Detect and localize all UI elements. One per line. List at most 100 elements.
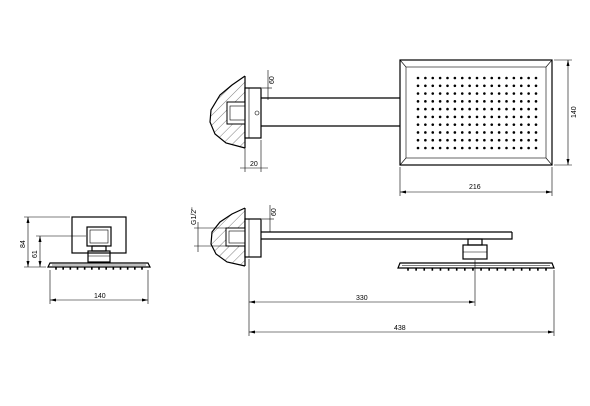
spray-nozzle xyxy=(453,92,457,95)
spray-nozzle xyxy=(505,76,508,80)
spray-nozzle xyxy=(468,76,471,80)
dim-head-depth: 140 xyxy=(554,59,578,166)
spray-nozzle xyxy=(453,115,457,119)
spray-nozzle xyxy=(527,76,530,80)
spray-nozzle xyxy=(490,84,494,88)
spray-nozzle xyxy=(438,107,442,111)
arm-connector-side xyxy=(462,238,488,260)
spray-nozzle xyxy=(468,146,471,150)
spray-nozzle xyxy=(534,84,538,88)
spray-nozzle xyxy=(468,84,471,88)
spray-nozzle xyxy=(460,115,464,119)
spray-nozzle xyxy=(431,107,435,111)
spray-nozzle xyxy=(446,84,449,88)
spray-nozzle xyxy=(528,268,531,271)
spray-nozzle xyxy=(512,123,516,126)
spray-nozzle xyxy=(446,92,449,95)
spray-nozzle xyxy=(105,267,107,270)
spray-nozzle xyxy=(475,123,479,126)
spray-nozzle xyxy=(475,100,479,103)
spray-nozzle xyxy=(119,267,122,270)
spray-nozzle xyxy=(527,100,530,103)
spray-nozzle xyxy=(519,115,523,119)
spray-nozzle xyxy=(424,115,427,119)
spray-nozzle xyxy=(76,267,79,270)
dim-flange-height-side: 60 xyxy=(262,205,278,232)
spray-nozzle xyxy=(483,100,486,103)
spray-nozzle xyxy=(453,84,457,88)
spray-nozzle xyxy=(527,123,530,126)
spray-nozzle xyxy=(438,123,442,126)
dim-label-total-height-front: 84 xyxy=(20,240,27,248)
spray-nozzle xyxy=(480,268,482,271)
spray-nozzle xyxy=(460,76,464,80)
spray-nozzle xyxy=(490,115,494,119)
spray-nozzle xyxy=(431,268,434,271)
spray-nozzle xyxy=(416,138,420,142)
spray-nozzle xyxy=(490,146,494,150)
wall-section-side xyxy=(210,207,246,267)
dim-label-head-depth: 140 xyxy=(571,106,578,118)
spray-nozzle xyxy=(112,267,115,270)
spray-nozzle-grid xyxy=(416,76,538,150)
spray-nozzle xyxy=(512,107,516,111)
spray-nozzle xyxy=(98,267,100,270)
spray-nozzle xyxy=(438,115,442,119)
spray-nozzle xyxy=(447,268,450,271)
spray-nozzle xyxy=(527,84,530,88)
spray-nozzle xyxy=(497,84,501,88)
spray-nozzle xyxy=(407,268,409,271)
spray-nozzle xyxy=(504,268,507,271)
spray-nozzle xyxy=(69,267,72,270)
spray-nozzle xyxy=(468,100,471,103)
spray-nozzle xyxy=(453,138,457,142)
spray-nozzle xyxy=(497,115,501,119)
spray-nozzle xyxy=(438,84,442,88)
spray-nozzle xyxy=(512,76,516,80)
spray-nozzle xyxy=(446,138,449,142)
spray-nozzle xyxy=(496,268,499,271)
spray-nozzle xyxy=(460,146,464,150)
spray-nozzle xyxy=(439,268,442,271)
spray-nozzle xyxy=(431,131,435,134)
wall-section-top xyxy=(209,75,246,149)
spray-nozzle xyxy=(534,76,538,80)
spray-nozzle xyxy=(519,107,523,111)
top-view: 60 20 216 140 xyxy=(209,59,578,196)
dim-label-flange-height-side: 60 xyxy=(271,208,278,216)
dim-head-width-front: 140 xyxy=(49,270,149,304)
spray-nozzle xyxy=(534,107,538,111)
spray-nozzle xyxy=(416,146,420,150)
dim-flange-thickness: 20 xyxy=(240,140,268,172)
spray-nozzle xyxy=(527,146,530,150)
spray-nozzle xyxy=(416,84,420,88)
spray-nozzle xyxy=(446,100,449,103)
spray-nozzle xyxy=(512,138,516,142)
spray-nozzle xyxy=(460,84,464,88)
dim-flange-height-top: 60 xyxy=(262,70,276,100)
spray-nozzle xyxy=(446,131,449,134)
spray-nozzle xyxy=(423,268,426,271)
spray-nozzle xyxy=(497,107,501,111)
spray-nozzle xyxy=(468,131,471,134)
spray-nozzle xyxy=(424,107,427,111)
spray-nozzle xyxy=(453,76,457,80)
dim-thread: G1/2" xyxy=(191,207,226,252)
spray-nozzle xyxy=(505,123,508,126)
spray-nozzle xyxy=(475,131,479,134)
spray-nozzle xyxy=(475,146,479,150)
spray-nozzle xyxy=(512,84,516,88)
spray-nozzle xyxy=(497,138,501,142)
spray-nozzle xyxy=(424,138,427,142)
spray-nozzle xyxy=(453,100,457,103)
spray-nozzle xyxy=(512,100,516,103)
spray-nozzle xyxy=(519,138,523,142)
dim-label-arm-length: 330 xyxy=(356,295,368,302)
spray-nozzle xyxy=(438,100,442,103)
spray-nozzle xyxy=(497,131,501,134)
dim-label-flange-thickness: 20 xyxy=(250,161,258,168)
wall-flange-top xyxy=(244,87,262,139)
spray-nozzle xyxy=(62,267,64,270)
spray-nozzle xyxy=(424,146,427,150)
shower-arm-top xyxy=(261,97,400,127)
